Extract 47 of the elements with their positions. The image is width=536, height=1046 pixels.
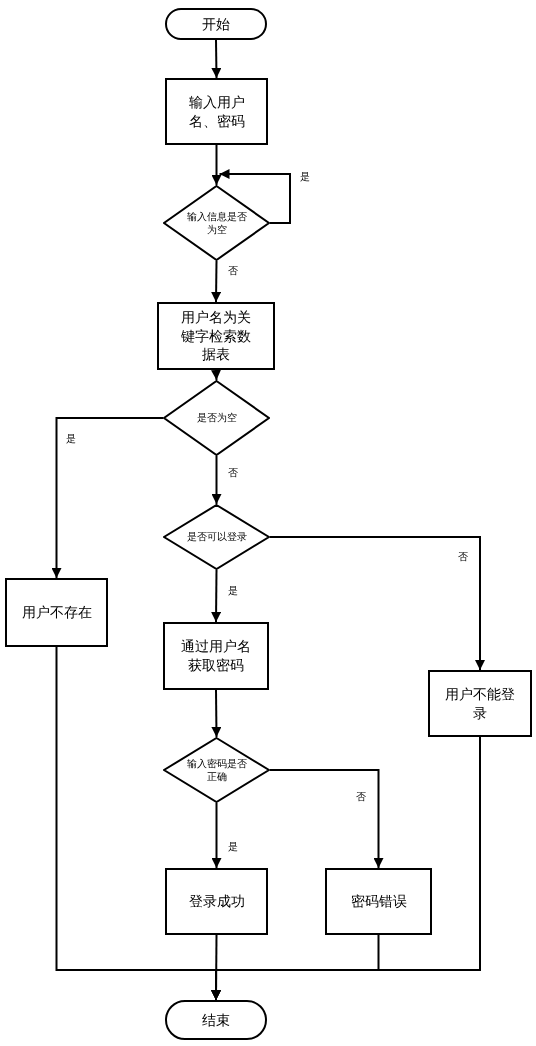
edge-label: 否 (458, 552, 468, 562)
edge-label: 否 (228, 468, 238, 478)
arrow (51, 417, 164, 579)
node-text: 用户名为关键字检索数据表 (180, 307, 252, 365)
terminal-box (165, 1000, 267, 1040)
process-box (165, 78, 268, 145)
process-box (157, 302, 275, 370)
node-text: 是否可以登录 (186, 530, 247, 544)
arrow (211, 455, 222, 505)
node-text: 输入用户名、密码 (187, 92, 246, 131)
process-box (325, 868, 432, 935)
edge-label: 是 (228, 586, 238, 596)
arrow (211, 144, 222, 186)
arrow (211, 39, 222, 79)
arrow (211, 260, 222, 303)
edge-label: 否 (228, 266, 238, 276)
arrow (269, 536, 485, 671)
process-box (5, 578, 108, 647)
process-box (165, 868, 268, 935)
arrow (211, 689, 222, 738)
node-text: 开始 (202, 14, 230, 34)
arrow (211, 934, 222, 1001)
arrow (218, 169, 291, 224)
node-text: 登录成功 (188, 892, 245, 911)
node-text: 输入信息是否为空 (185, 209, 248, 237)
edge-label: 是 (66, 434, 76, 444)
arrow (211, 369, 221, 381)
node-text: 密码错误 (350, 892, 407, 911)
process-box (163, 622, 269, 690)
decision-diamond (163, 737, 270, 803)
node-text: 通过用户名获取密码 (180, 637, 252, 675)
node-text: 结束 (202, 1010, 230, 1030)
edge-label: 是 (228, 842, 238, 852)
process-box (428, 670, 532, 737)
node-text: 用户不能登录 (444, 684, 516, 723)
terminal-box (165, 8, 267, 40)
decision-diamond (163, 504, 270, 570)
node-text: 输入密码是否正确 (185, 756, 248, 784)
arrow (269, 769, 384, 869)
arrow (211, 802, 222, 869)
decision-diamond (163, 185, 270, 261)
edge-label: 否 (356, 792, 366, 802)
arrow (211, 569, 222, 623)
decision-diamond (163, 380, 270, 456)
node-text: 是否为空 (196, 411, 237, 425)
edge-label: 是 (300, 172, 310, 182)
node-text: 用户不存在 (21, 603, 92, 622)
